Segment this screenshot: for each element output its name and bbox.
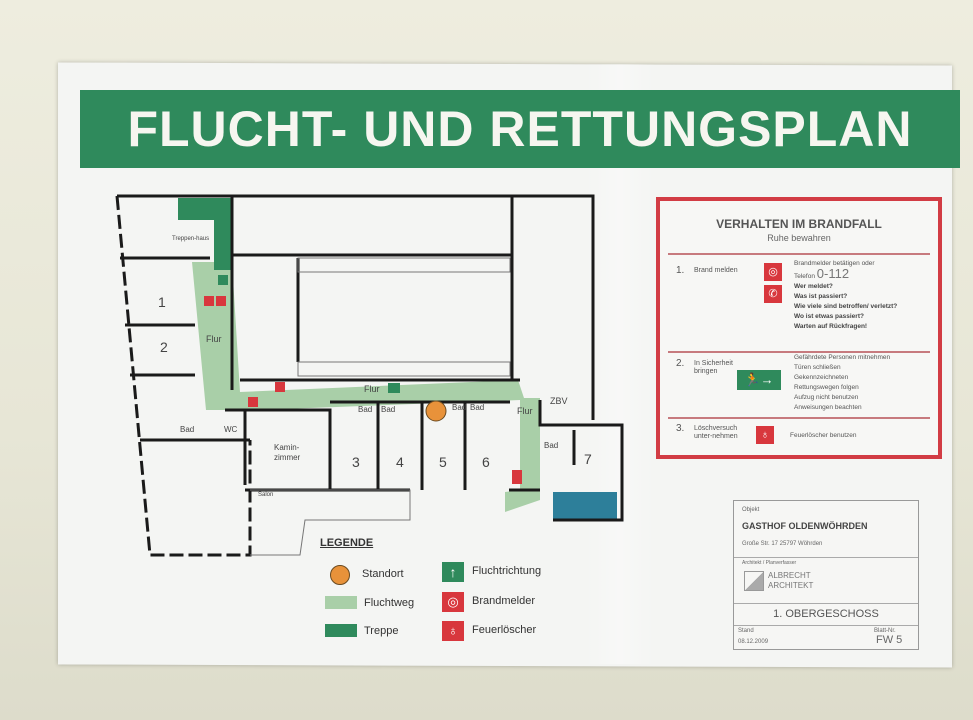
room-label: 6 [482, 454, 490, 470]
room-label: Flur [364, 384, 380, 394]
line: Was ist passiert? [794, 293, 848, 300]
legend-title: LEGENDE [320, 537, 374, 549]
arrow-up-icon: ↑ [442, 562, 464, 582]
title-block: Objekt GASTHOF OLDENWÖHRDEN Große Str. 1… [733, 500, 919, 650]
room-label: zimmer [274, 453, 301, 462]
standort-marker [425, 400, 447, 422]
instructions-subtitle: Ruhe bewahren [767, 233, 831, 243]
fire-alarm-icon: ◎ [442, 592, 464, 612]
step1-lines: Brandmelder betätigen oder Telefon 0-112… [794, 259, 897, 332]
room-label: 7 [584, 451, 592, 467]
line: Rettungswegen folgen [794, 384, 859, 391]
step-label: Löschversuch unter-nehmen [694, 425, 738, 440]
line: Brandmelder betätigen oder [794, 260, 875, 267]
architect-logo-icon [744, 571, 764, 591]
instructions-title: VERHALTEN IM BRANDFALL [716, 217, 882, 231]
sheet-label: Blatt-Nr. [874, 628, 896, 634]
floor-name: 1. OBERGESCHOSS [773, 608, 879, 620]
room-label: Bad [381, 405, 395, 414]
step-label: Brand melden [694, 267, 738, 274]
room-label: ZBV [550, 396, 568, 406]
divider [668, 351, 930, 353]
emergency-exit-sign-icon: 🏃→ [737, 370, 781, 390]
room-label: Flur [206, 334, 222, 344]
phone-number: 0-112 [816, 266, 850, 281]
divider [668, 417, 930, 419]
room-label: 4 [396, 454, 404, 470]
room-label: 5 [439, 454, 447, 470]
line: Feuerlöscher benutzen [790, 432, 857, 439]
divider [668, 253, 930, 255]
line: Anweisungen beachten [794, 404, 862, 411]
date-value: 08.12.2009 [738, 639, 769, 645]
room-label: Bad [180, 425, 194, 434]
fire-extinguisher-icon [204, 296, 214, 306]
legend-brandmelder: Brandmelder [472, 595, 535, 607]
escape-direction-icon [218, 275, 228, 285]
step2-lines: Gefährdete Personen mitnehmen Türen schl… [794, 353, 890, 413]
date-label: Stand [738, 628, 754, 634]
architect-line: ARCHITEKT [768, 581, 814, 590]
legend-treppe: Treppe [364, 625, 399, 637]
line: Gekennzeichneten [794, 374, 849, 381]
treppe-swatch [325, 624, 357, 637]
escape-direction-icon [388, 383, 400, 393]
legend-feuerloescher: Feuerlöscher [472, 624, 537, 636]
room-label: 1 [158, 294, 166, 310]
room-label: Bad [544, 441, 558, 450]
legend-fluchtrichtung: Fluchtrichtung [472, 565, 542, 577]
architect-label: Architekt / Planverfasser [742, 560, 797, 566]
room-label: WC [224, 425, 238, 434]
room-label: 3 [352, 454, 360, 470]
room-label: Kamin- [274, 443, 300, 452]
tb-row-object: Objekt GASTHOF OLDENWÖHRDEN Große Str. 1… [734, 501, 918, 558]
line: Gefährdete Personen mitnehmen [794, 354, 891, 361]
fluchtweg-swatch [325, 596, 357, 609]
fire-extinguisher-icon [275, 382, 285, 392]
building-name: GASTHOF OLDENWÖHRDEN [742, 521, 868, 531]
legend-standort: Standort [362, 568, 404, 580]
line: Türen schließen [794, 364, 841, 371]
escape-route [192, 262, 540, 512]
object-label: Objekt [742, 507, 760, 513]
stair-treads [250, 257, 511, 556]
tb-row-floor: 1. OBERGESCHOSS [734, 603, 918, 626]
line: Wie viele sind betroffen/ verletzt? [794, 303, 898, 310]
step-label: In Sicherheit bringen [694, 360, 733, 375]
architect-line: ALBRECHT [768, 571, 811, 580]
step-number: 1. [676, 265, 685, 276]
fire-extinguisher-icon: ♁ [756, 426, 774, 444]
exit-stair-blue [553, 492, 617, 520]
line: Telefon [794, 273, 815, 280]
fire-instructions-box: VERHALTEN IM BRANDFALL Ruhe bewahren 1. … [656, 197, 942, 459]
line: Warten auf Rückfragen! [794, 323, 868, 330]
fire-alarm-icon [216, 296, 226, 306]
room-label: Flur [517, 406, 533, 416]
line: Wo ist etwas passiert? [794, 313, 864, 320]
sign-title: FLUCHT- UND RETTUNGSPLAN [80, 90, 960, 168]
fire-alarm-icon: ◎ [764, 263, 782, 281]
stairwell [178, 198, 232, 270]
walls [115, 194, 624, 557]
building-address: Große Str. 17 25797 Wöhrden [742, 541, 823, 547]
phone-icon: ✆ [764, 285, 782, 303]
fire-extinguisher-icon: ♁ [442, 621, 464, 641]
room-label: 2 [160, 339, 168, 355]
step-number: 2. [676, 358, 685, 369]
step-number: 3. [676, 423, 685, 434]
line: Wer meldet? [794, 283, 833, 290]
room-label: Bad [358, 405, 372, 414]
room-label: Salon [258, 492, 273, 498]
sheet-number: FW 5 [876, 634, 903, 646]
room-label: Treppen-haus [172, 236, 209, 242]
fire-extinguisher-icon [512, 470, 522, 484]
legend-fluchtweg: Fluchtweg [364, 597, 415, 609]
room-label: Bad [452, 403, 466, 412]
standort-icon [330, 565, 350, 585]
line: Aufzug nicht benutzen [794, 394, 859, 401]
room-label: Bad [470, 403, 484, 412]
fire-alarm-icon [248, 397, 258, 407]
